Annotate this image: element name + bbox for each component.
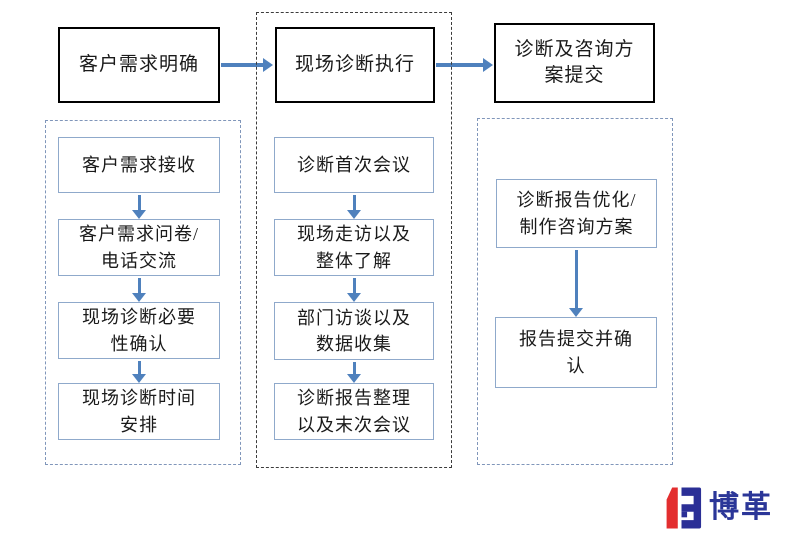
phase-header-customer-need: 客户需求明确 bbox=[58, 27, 220, 103]
arrow-head-icon bbox=[132, 210, 146, 219]
step-box: 客户需求问卷/ 电话交流 bbox=[58, 219, 220, 276]
arrow-down bbox=[347, 195, 361, 219]
step-box: 客户需求接收 bbox=[58, 137, 220, 193]
arrow-down bbox=[132, 278, 146, 302]
arrow-stem bbox=[137, 361, 141, 374]
arrow-down bbox=[347, 278, 361, 302]
phase-header-proposal-submission: 诊断及咨询方 案提交 bbox=[494, 23, 655, 103]
step-box: 部门访谈以及 数据收集 bbox=[274, 302, 434, 360]
arrow-head-icon bbox=[132, 293, 146, 302]
step-box: 诊断报告优化/ 制作咨询方案 bbox=[496, 179, 657, 248]
step-box: 诊断报告整理 以及末次会议 bbox=[274, 383, 434, 440]
step-box: 报告提交并确 认 bbox=[495, 317, 657, 388]
arrow-head-icon bbox=[569, 308, 583, 317]
phase-container-1 bbox=[45, 120, 241, 465]
arrow-head-icon bbox=[483, 58, 493, 72]
phase-container-2 bbox=[256, 12, 452, 468]
phase-container-3 bbox=[477, 118, 673, 465]
arrow-stem bbox=[137, 195, 141, 210]
arrow-down bbox=[132, 195, 146, 219]
arrow-head-icon bbox=[347, 374, 361, 383]
arrow-head-icon bbox=[347, 210, 361, 219]
brand-logo-text: 博革 bbox=[709, 491, 773, 524]
arrow-right-phase1-to-phase2 bbox=[221, 58, 273, 72]
arrow-stem bbox=[137, 278, 141, 293]
step-box: 现场走访以及 整体了解 bbox=[274, 219, 434, 276]
arrow-stem bbox=[221, 63, 263, 67]
arrow-stem bbox=[436, 63, 483, 67]
step-box: 现场诊断时间 安排 bbox=[58, 383, 220, 440]
arrow-down bbox=[569, 250, 583, 317]
brand-logo-icon bbox=[666, 487, 702, 529]
arrow-stem bbox=[352, 278, 356, 293]
arrow-down bbox=[347, 362, 361, 383]
arrow-head-icon bbox=[263, 58, 273, 72]
arrow-head-icon bbox=[347, 293, 361, 302]
arrow-stem bbox=[352, 195, 356, 210]
arrow-head-icon bbox=[132, 374, 146, 383]
brand-logo: 博革 bbox=[661, 486, 773, 530]
arrow-stem bbox=[574, 250, 578, 308]
arrow-down bbox=[132, 361, 146, 383]
arrow-right-phase2-to-phase3 bbox=[436, 58, 493, 72]
arrow-stem bbox=[352, 362, 356, 374]
step-box: 诊断首次会议 bbox=[274, 137, 434, 193]
phase-header-onsite-diagnosis: 现场诊断执行 bbox=[275, 27, 435, 103]
step-box: 现场诊断必要 性确认 bbox=[58, 302, 220, 359]
